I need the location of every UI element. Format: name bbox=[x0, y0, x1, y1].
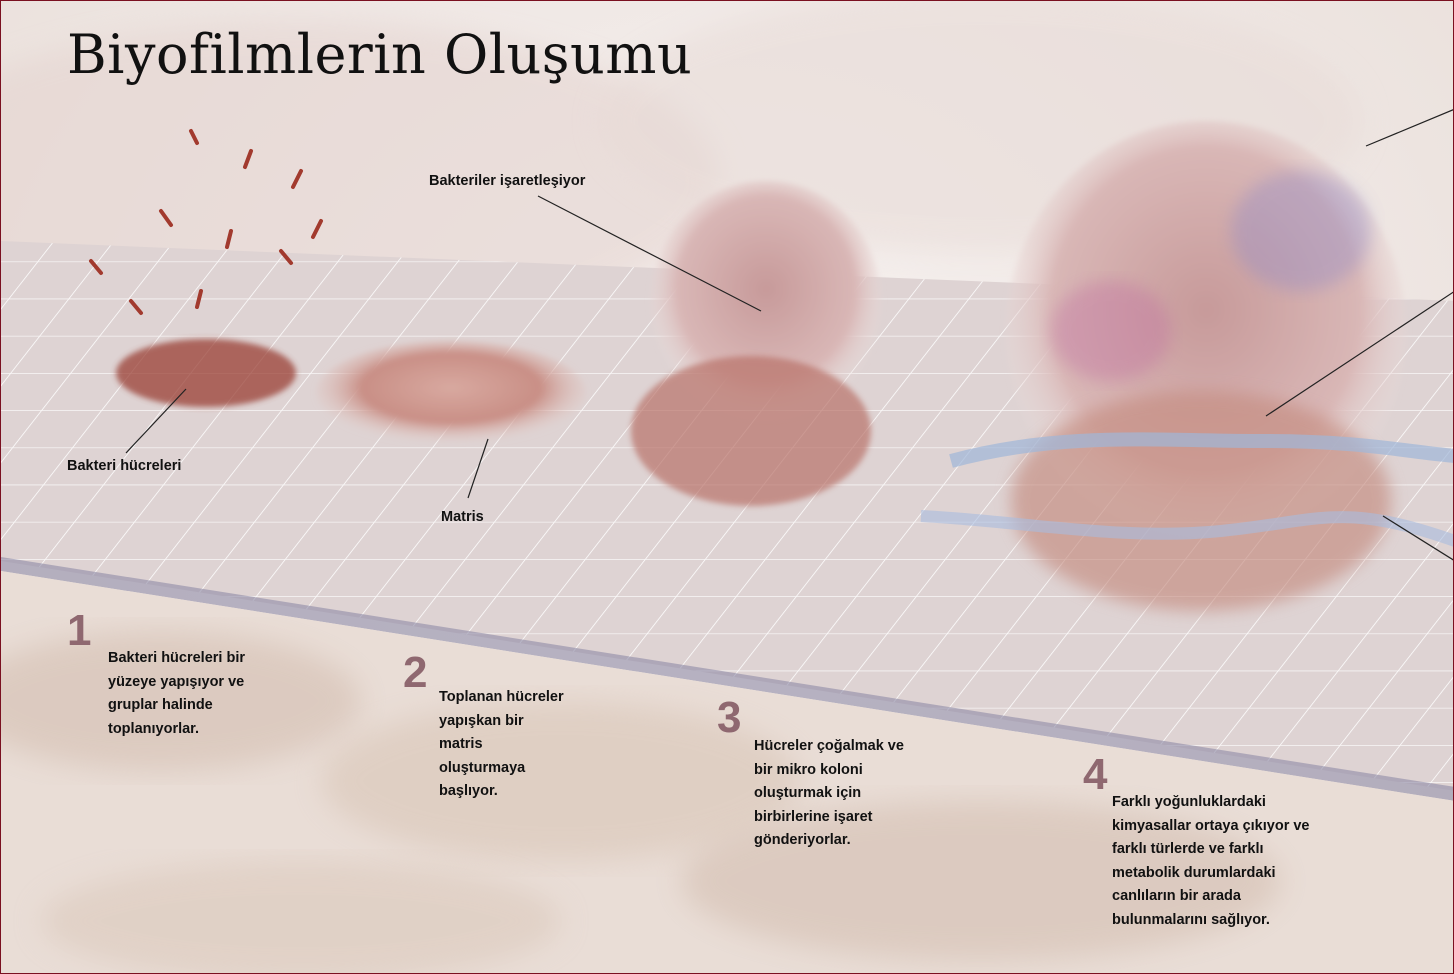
signaling-label: Bakteriler işaretleşiyor bbox=[429, 173, 585, 189]
step-2-line: oluşturmaya bbox=[439, 757, 564, 781]
step-2-line: matris bbox=[439, 733, 564, 757]
matrix-label: Matris bbox=[441, 509, 484, 525]
step-2-line: başlıyor. bbox=[439, 780, 564, 804]
step-2-number: 2 bbox=[403, 651, 427, 695]
step-2-text: Toplanan hücreler yapışkan bir matris ol… bbox=[439, 686, 564, 804]
step-3-text: Hücreler çoğalmak ve bir mikro koloni ol… bbox=[754, 735, 904, 853]
step-4-line: kimyasallar ortaya çıkıyor ve bbox=[1112, 815, 1310, 839]
step-4-number: 4 bbox=[1083, 753, 1107, 797]
step-1-line: Bakteri hücreleri bir bbox=[108, 647, 245, 671]
step-2-line: Toplanan hücreler bbox=[439, 686, 564, 710]
step-4-line: canlıların bir arada bbox=[1112, 885, 1310, 909]
step-4-line: metabolik durumlardaki bbox=[1112, 862, 1310, 886]
page-title: Biyofilmlerin Oluşumu bbox=[67, 23, 692, 86]
step-3-line: bir mikro koloni bbox=[754, 759, 904, 783]
step-4-line: farklı türlerde ve farklı bbox=[1112, 838, 1310, 862]
step-4-line: Farklı yoğunluklardaki bbox=[1112, 791, 1310, 815]
step-2-line: yapışkan bir bbox=[439, 710, 564, 734]
step-1-line: toplanıyorlar. bbox=[108, 718, 245, 742]
step-1-text: Bakteri hücreleri bir yüzeye yapışıyor v… bbox=[108, 647, 245, 741]
step-3-line: gönderiyorlar. bbox=[754, 829, 904, 853]
step-4-text: Farklı yoğunluklardaki kimyasallar ortay… bbox=[1112, 791, 1310, 932]
step-1-number: 1 bbox=[67, 609, 91, 653]
step-3-number: 3 bbox=[717, 696, 741, 740]
step-3-line: Hücreler çoğalmak ve bbox=[754, 735, 904, 759]
step-4-line: bulunmalarını sağlıyor. bbox=[1112, 909, 1310, 933]
step-1-line: yüzeye yapışıyor ve bbox=[108, 671, 245, 695]
step-3-line: oluşturmak için bbox=[754, 782, 904, 806]
bacteria-cells-label: Bakteri hücreleri bbox=[67, 458, 181, 474]
step-1-line: gruplar halinde bbox=[108, 694, 245, 718]
step-3-line: birbirlerine işaret bbox=[754, 806, 904, 830]
